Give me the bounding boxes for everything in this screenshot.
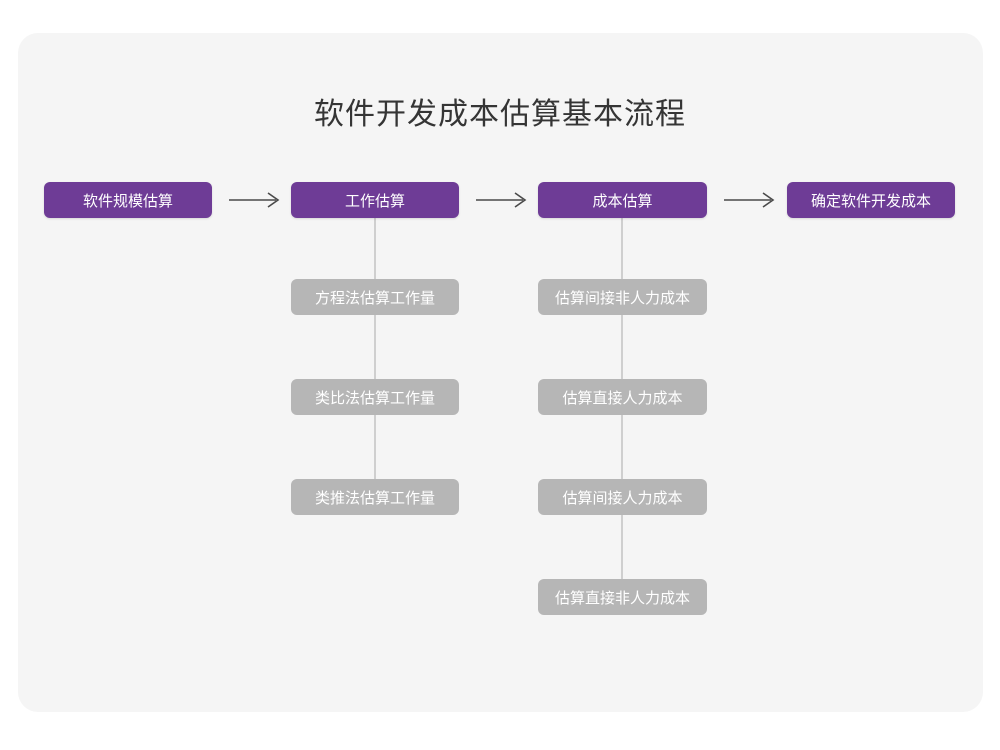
flow-step-label: 成本估算 — [592, 192, 653, 210]
flow-substep-label: 估算直接非人力成本 — [554, 589, 690, 607]
right-arrow-icon — [469, 185, 538, 215]
connector-line — [621, 217, 623, 279]
flow-substep-indirect-labor-cost[interactable]: 估算间接人力成本 — [538, 479, 707, 515]
flow-substep-equation-method[interactable]: 方程法估算工作量 — [291, 279, 459, 315]
flow-substep-deduction-method[interactable]: 类推法估算工作量 — [291, 479, 459, 515]
flow-step-label: 确定软件开发成本 — [810, 192, 931, 210]
connector-line — [621, 514, 623, 579]
right-arrow-icon — [222, 185, 291, 215]
flow-substep-direct-labor-cost[interactable]: 估算直接人力成本 — [538, 379, 707, 415]
flow-substep-indirect-nonlabor-cost[interactable]: 估算间接非人力成本 — [538, 279, 707, 315]
connector-line — [621, 314, 623, 379]
flow-substep-analogy-method[interactable]: 类比法估算工作量 — [291, 379, 459, 415]
flow-step-label: 软件规模估算 — [82, 192, 173, 210]
flow-substep-direct-nonlabor-cost[interactable]: 估算直接非人力成本 — [538, 579, 707, 615]
flow-step-work-estimation[interactable]: 工作估算 — [291, 182, 459, 218]
connector-line — [374, 314, 376, 379]
flow-substep-label: 方程法估算工作量 — [314, 289, 435, 307]
page-title: 软件开发成本估算基本流程 — [314, 98, 686, 131]
flow-substep-label: 估算间接非人力成本 — [554, 289, 690, 307]
connector-line — [374, 414, 376, 479]
flow-step-label: 工作估算 — [344, 192, 405, 210]
flow-substep-label: 估算间接人力成本 — [562, 489, 683, 507]
connector-line — [621, 414, 623, 479]
flow-substep-label: 类推法估算工作量 — [314, 489, 435, 507]
connector-line — [374, 217, 376, 279]
flow-step-software-scale[interactable]: 软件规模估算 — [44, 182, 212, 218]
flow-substep-label: 类比法估算工作量 — [314, 389, 435, 407]
flow-step-determine-development-cost[interactable]: 确定软件开发成本 — [787, 182, 955, 218]
flow-substep-label: 估算直接人力成本 — [562, 389, 683, 407]
flow-step-cost-estimation[interactable]: 成本估算 — [538, 182, 707, 218]
right-arrow-icon — [717, 185, 786, 215]
diagram-card — [18, 33, 983, 712]
